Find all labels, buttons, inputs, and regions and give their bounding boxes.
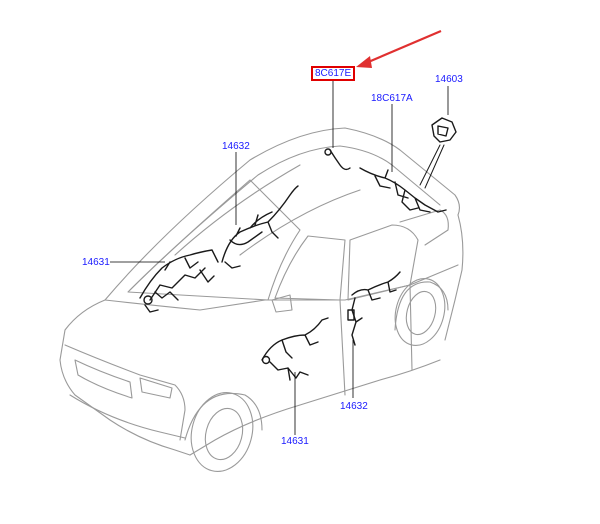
roof-rail-right: [239, 189, 361, 256]
rear-body: [444, 214, 464, 341]
rear-wheel-arch: [394, 281, 449, 331]
beltline: [264, 264, 459, 301]
label-highlight-part[interactable]: 8C617E: [311, 66, 356, 81]
headlight: [139, 377, 173, 399]
dash-harness: [139, 249, 219, 313]
hood-line: [104, 299, 266, 311]
label-rear-component[interactable]: 14603: [435, 74, 463, 85]
antenna-connector: [324, 148, 332, 156]
wiring-harnesses: [139, 117, 457, 381]
roof-rail-left: [174, 164, 301, 256]
front-wheel: [190, 392, 254, 472]
rear-side-window: [347, 224, 419, 301]
bumper: [69, 394, 186, 439]
front-door-connector: [261, 355, 271, 365]
label-front-left-harness[interactable]: 14631: [82, 257, 110, 268]
rear-component-leader: [419, 144, 445, 189]
rear-wheel-inner: [405, 290, 437, 336]
front-side-window: [274, 235, 346, 301]
grille: [74, 359, 133, 399]
roof-harness: [221, 185, 299, 269]
rear-door-harness: [351, 271, 401, 346]
door-line-front: [339, 299, 346, 396]
label-front-door-harness[interactable]: 14631: [281, 436, 309, 447]
antenna-harness: [329, 149, 351, 171]
dash-connector: [143, 295, 153, 305]
roof-inner: [129, 145, 441, 291]
side-mirror: [271, 294, 293, 313]
rear-roof-harness: [359, 167, 447, 213]
front-door-harness: [261, 317, 329, 381]
label-rear-door-harness[interactable]: 14632: [340, 401, 368, 412]
rear-door-connector: [347, 309, 355, 321]
rear-wheel: [394, 278, 446, 346]
rear-quarter-window: [399, 209, 449, 246]
car-outline: [59, 127, 464, 472]
roof-outline: [104, 127, 461, 301]
front-wheel-arch: [184, 393, 263, 441]
side-sill: [189, 359, 441, 456]
front-face: [64, 344, 186, 441]
hood-outline: [59, 299, 191, 456]
arrow-head: [356, 56, 372, 68]
door-line-rear: [409, 284, 413, 371]
arrow-shaft: [365, 29, 442, 65]
label-roof-harness[interactable]: 14632: [222, 141, 250, 152]
callout-lines: [110, 81, 449, 435]
rear-component: [431, 117, 457, 143]
front-wheel-inner: [204, 407, 244, 461]
windshield: [127, 179, 301, 301]
label-rear-harness[interactable]: 18C617A: [371, 93, 413, 104]
red-arrow: [356, 29, 442, 68]
